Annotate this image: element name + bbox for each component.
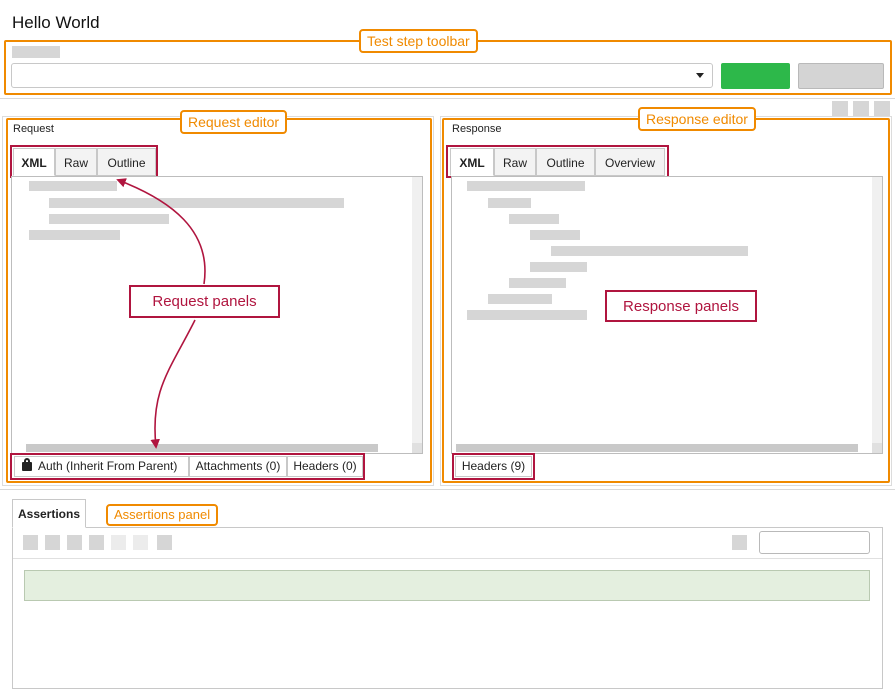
- response-title: Response: [452, 123, 502, 135]
- assertions-status-bar: [24, 570, 870, 601]
- response-code-line-4: [530, 230, 580, 240]
- tab-request-headers[interactable]: Headers (0): [287, 456, 363, 477]
- move-up-icon[interactable]: [111, 535, 126, 550]
- layout-button-1[interactable]: [832, 101, 848, 117]
- assertions-search-input[interactable]: [759, 531, 870, 554]
- assertions-divider: [0, 489, 895, 490]
- response-tab-strip: XML Raw Outline Overview: [450, 148, 666, 176]
- tab-request-xml[interactable]: XML: [13, 148, 55, 176]
- cancel-button[interactable]: [798, 63, 884, 89]
- tab-request-attachments[interactable]: Attachments (0): [189, 456, 287, 477]
- request-tab-strip: XML Raw Outline: [13, 148, 156, 176]
- section-divider: [0, 98, 895, 99]
- response-code-line-3: [509, 214, 559, 224]
- request-horizontal-scrollbar[interactable]: [26, 444, 378, 452]
- response-code-line-1: [467, 181, 585, 191]
- tab-request-auth[interactable]: Auth (Inherit From Parent): [14, 456, 189, 477]
- tab-assertions[interactable]: Assertions: [12, 499, 86, 528]
- move-down-icon[interactable]: [133, 535, 148, 550]
- remove-assertion-icon[interactable]: [67, 535, 82, 550]
- endpoint-dropdown[interactable]: [11, 63, 713, 88]
- tab-response-xml[interactable]: XML: [450, 148, 494, 176]
- assertions-annotation: Assertions panel: [106, 504, 219, 526]
- lock-icon: [22, 462, 32, 471]
- chevron-down-icon: [696, 73, 704, 78]
- request-title: Request: [13, 123, 54, 135]
- request-code-line-2: [49, 198, 344, 208]
- response-vertical-scrollbar[interactable]: [872, 177, 882, 443]
- response-code-line-5: [551, 246, 748, 256]
- tab-response-overview[interactable]: Overview: [595, 148, 665, 176]
- toolbar-annotation: Test step toolbar: [359, 29, 478, 53]
- response-code-line-7: [509, 278, 566, 288]
- request-gutter: [12, 177, 26, 453]
- response-horizontal-scrollbar[interactable]: [456, 444, 858, 452]
- response-code-line-2: [488, 198, 531, 208]
- request-editor-annotation: Request editor: [180, 110, 288, 134]
- tab-response-outline[interactable]: Outline: [536, 148, 595, 176]
- run-button[interactable]: [721, 63, 790, 89]
- response-editor-annotation: Response editor: [638, 107, 756, 131]
- tab-response-raw[interactable]: Raw: [494, 148, 536, 176]
- tab-response-headers[interactable]: Headers (9): [455, 456, 532, 477]
- assertions-panel: [12, 527, 883, 689]
- request-vertical-scrollbar[interactable]: [412, 177, 422, 443]
- response-scroll-corner: [872, 443, 882, 453]
- response-code-line-9: [467, 310, 587, 320]
- tab-request-outline[interactable]: Outline: [97, 148, 156, 176]
- layout-button-3[interactable]: [874, 101, 890, 117]
- request-scroll-corner: [412, 443, 422, 453]
- request-code-line-3: [49, 214, 169, 224]
- assertions-toolbar-divider: [13, 558, 882, 559]
- request-panels-annotation: Request panels: [129, 285, 280, 318]
- tab-request-auth-label: Auth (Inherit From Parent): [38, 459, 178, 473]
- response-code-line-6: [530, 262, 587, 272]
- help-icon[interactable]: [157, 535, 172, 550]
- add-assertion-icon[interactable]: [23, 535, 38, 550]
- layout-button-2[interactable]: [853, 101, 869, 117]
- arrow-request-top: [116, 178, 206, 285]
- lock-shackle: [24, 458, 30, 464]
- request-code-line-4: [29, 230, 120, 240]
- edit-assertion-icon[interactable]: [45, 535, 60, 550]
- response-code-line-8: [488, 294, 552, 304]
- clone-assertion-icon[interactable]: [89, 535, 104, 550]
- request-code-line-1: [29, 181, 117, 191]
- tab-request-raw[interactable]: Raw: [55, 148, 97, 176]
- arrow-request-bottom: [150, 319, 196, 449]
- toolbar-caption-placeholder: [12, 46, 60, 58]
- response-panels-annotation: Response panels: [605, 290, 757, 322]
- window-title: Hello World: [12, 13, 100, 32]
- filter-icon[interactable]: [732, 535, 747, 550]
